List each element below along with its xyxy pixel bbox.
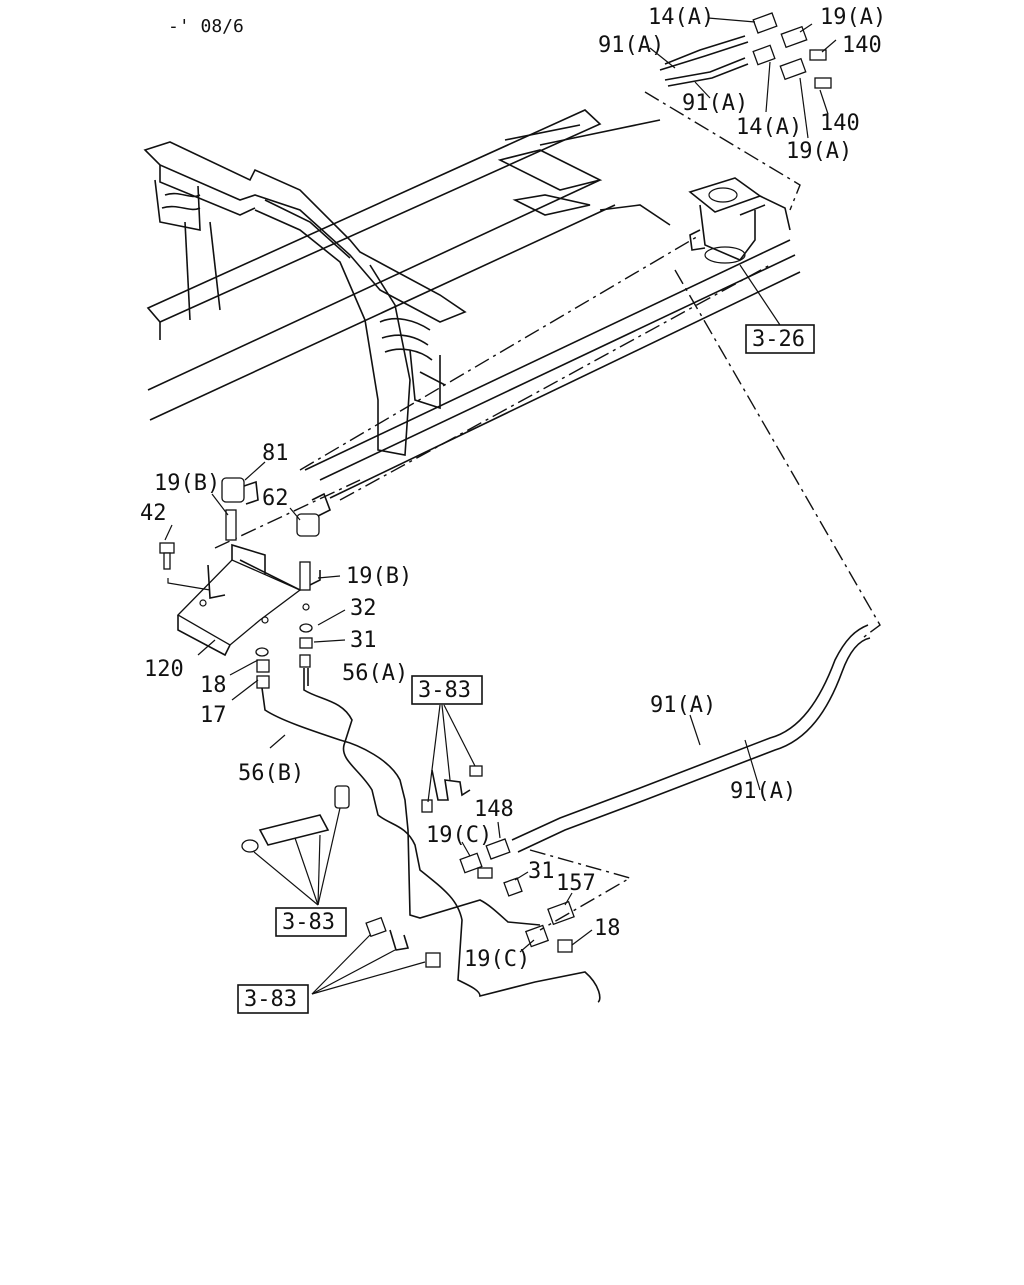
fitting-17 xyxy=(256,675,270,689)
clamp-group-upper xyxy=(421,704,483,813)
clamp-group-bottom xyxy=(311,916,441,995)
diagram-code: -' 08/6 xyxy=(168,16,244,37)
union-157 xyxy=(547,900,575,926)
clamp-washer-left xyxy=(241,839,259,853)
callout-14a-mid: 14(A) xyxy=(736,115,802,140)
callout-140-top: 140 xyxy=(842,33,882,58)
callout-17: 17 xyxy=(200,703,227,728)
elbow-fitting-14a-lower xyxy=(752,44,776,66)
callout-19a-mid: 19(A) xyxy=(786,139,852,164)
ref-box-3-26[interactable] xyxy=(745,324,815,354)
callout-157: 157 xyxy=(556,871,596,896)
valve-81 xyxy=(221,477,245,503)
callout-19c-upper: 19(C) xyxy=(426,823,492,848)
bracket-assembly xyxy=(159,461,346,749)
elbow-fitting-19a-lower xyxy=(779,57,807,81)
fitting-19c-upper xyxy=(459,852,483,874)
callout-19c-lower: 19(C) xyxy=(464,947,530,972)
clamp-nut-bottom xyxy=(365,916,387,938)
clamp-bolt-upper xyxy=(469,765,483,777)
callout-19b-lower: 19(B) xyxy=(346,564,412,589)
callout-91a-mid: 91(A) xyxy=(650,693,716,718)
elbow-fitting-14a-upper xyxy=(752,12,778,34)
clamp-group-left xyxy=(241,785,350,906)
callout-91a-top-mid: 91(A) xyxy=(682,91,748,116)
lower-fittings xyxy=(459,821,632,953)
callout-42: 42 xyxy=(140,501,167,526)
nut-31-lower xyxy=(503,877,523,897)
callout-32: 32 xyxy=(350,596,377,621)
callout-91a-top-left: 91(A) xyxy=(598,33,664,58)
leader-3-26 xyxy=(739,264,781,326)
callout-18-left: 18 xyxy=(200,673,227,698)
callout-19a-top: 19(A) xyxy=(820,5,886,30)
callout-14a-top: 14(A) xyxy=(648,5,714,30)
valve-62 xyxy=(296,513,320,537)
fitting-56a-end xyxy=(299,654,311,668)
piping xyxy=(261,624,871,1003)
callout-62: 62 xyxy=(262,486,289,511)
callout-56a: 56(A) xyxy=(342,661,408,686)
ref-label-3-83-bottom[interactable]: 3-83 xyxy=(244,987,297,1012)
callout-148: 148 xyxy=(474,797,514,822)
nut-18 xyxy=(256,659,270,673)
bolt-42 xyxy=(159,542,175,554)
ref-label-3-83-mid[interactable]: 3-83 xyxy=(282,910,335,935)
callout-31-upper: 31 xyxy=(350,628,377,653)
fitting-19b-right xyxy=(299,561,311,591)
callout-56b: 56(B) xyxy=(238,761,304,786)
fitting-19b-left xyxy=(225,509,237,541)
ref-box-3-83-top[interactable] xyxy=(411,675,483,705)
ref-box-3-83-mid[interactable] xyxy=(275,907,347,937)
nut-31 xyxy=(299,637,313,649)
callout-18-lower: 18 xyxy=(594,916,621,941)
chassis-frame xyxy=(143,109,801,499)
ref-box-3-83-bottom[interactable] xyxy=(237,984,309,1014)
washer-18-left xyxy=(255,647,269,657)
callout-120: 120 xyxy=(144,657,184,682)
callout-31-lower: 31 xyxy=(528,859,555,884)
ref-label-3-83-top[interactable]: 3-83 xyxy=(418,678,471,703)
clamp-bolt-bottom xyxy=(425,952,441,968)
washer-32 xyxy=(299,623,313,633)
bolt-19c-upper xyxy=(477,867,493,879)
callout-140-mid: 140 xyxy=(820,111,860,136)
bracket-120 xyxy=(176,559,302,646)
clamp-bolt-left xyxy=(334,785,350,809)
bolt-140-upper xyxy=(809,49,827,61)
callout-19b-upper: 19(B) xyxy=(154,471,220,496)
union-148 xyxy=(485,838,511,860)
callout-91a-lower: 91(A) xyxy=(730,779,796,804)
top-fittings-group xyxy=(649,12,837,139)
ref-label-3-26[interactable]: 3-26 xyxy=(752,327,805,352)
callout-81: 81 xyxy=(262,441,289,466)
nut-18-lower xyxy=(557,939,573,953)
leader-lines xyxy=(214,91,881,641)
fitting-19c-lower xyxy=(524,924,550,948)
bolt-140-lower xyxy=(814,77,832,89)
clamp-nut-upper xyxy=(421,799,433,813)
